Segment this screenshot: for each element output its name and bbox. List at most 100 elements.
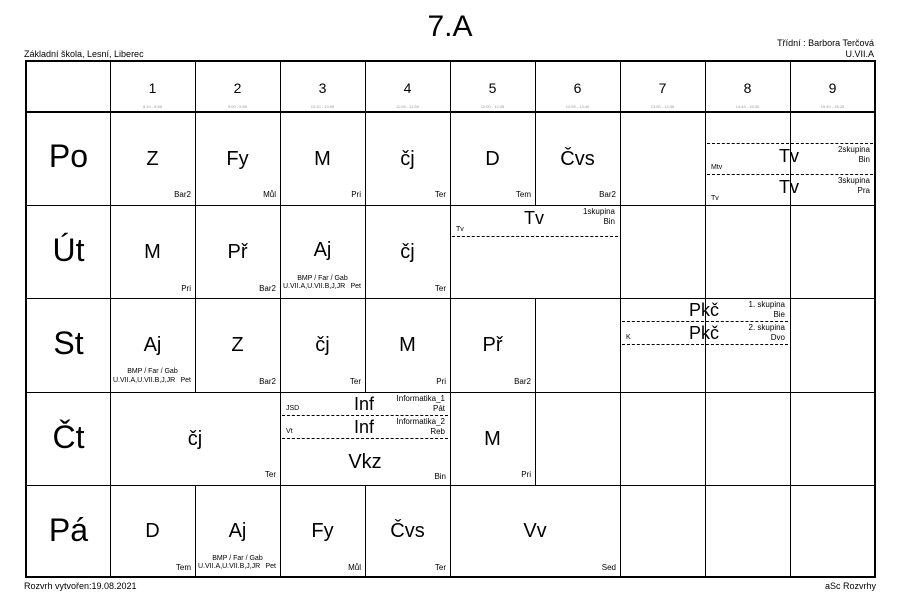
lesson-cell[interactable]: Fy Můl: [195, 112, 280, 205]
lesson-room: Bar2: [174, 190, 191, 199]
period-time: 14:45 - 15:30: [735, 104, 760, 109]
period-number: 7: [658, 80, 667, 96]
grid-line: [365, 62, 366, 112]
grid-line: [365, 298, 366, 392]
lesson-cell[interactable]: Aj BMP / Far / Gab U.VII.A,U.VII.B,J,JR …: [195, 485, 280, 577]
lesson-subject: čj: [400, 148, 415, 170]
grid-line: [450, 485, 451, 577]
lesson-groups: BMP / Far / Gab: [212, 555, 263, 562]
lesson-room: Ter: [434, 284, 446, 293]
grid-line: [450, 298, 451, 392]
lesson-cell[interactable]: D Tem: [110, 485, 195, 577]
grid-line: [280, 62, 281, 112]
grid-line: [365, 485, 366, 577]
lesson-cell[interactable]: Fy Můl: [280, 485, 365, 577]
lesson-cell[interactable]: Z Bar2: [110, 112, 195, 205]
grid-line: [280, 298, 281, 392]
day-label-po: Po: [48, 138, 89, 174]
lesson-room: Bar2: [259, 377, 276, 386]
lesson-subject: čj: [400, 241, 415, 263]
lesson-cell[interactable]: Př Bar2: [195, 205, 280, 298]
lesson-class: Mtv: [711, 164, 723, 171]
lesson-room: Bar2: [259, 284, 276, 293]
lesson-room: Tem: [175, 563, 191, 572]
grid-line: [280, 205, 281, 298]
day-label-ct: Čt: [52, 419, 85, 455]
lesson-classes: U.VII.A,U.VII.B,J,JR: [198, 563, 261, 570]
lesson-subject: Čvs: [560, 148, 595, 170]
grid-line: [620, 62, 621, 577]
page-title: 7.A: [427, 10, 473, 43]
lesson-class: Tv: [711, 195, 719, 202]
lesson-classes: U.VII.A,U.VII.B,J,JR: [113, 377, 176, 384]
lesson-room: Pri: [351, 190, 361, 199]
lesson-cell[interactable]: Vkz Bin: [280, 439, 450, 485]
grid-line: [195, 485, 196, 577]
lesson-cell[interactable]: čj Ter: [280, 298, 365, 392]
lesson-room: Ter: [264, 470, 276, 479]
grid-line: [280, 485, 281, 577]
lesson-cell[interactable]: M Pri: [365, 298, 450, 392]
grid-line: [535, 392, 536, 485]
period-time: 9:00 - 9:55: [227, 104, 248, 109]
lesson-room: Pri: [521, 470, 531, 479]
lesson-cell[interactable]: čj Ter: [365, 112, 450, 205]
group-divider: [707, 143, 873, 144]
lesson-cell[interactable]: Vv Sed: [450, 485, 620, 577]
lesson-room: Pet: [350, 283, 361, 290]
lesson-groups: BMP / Far / Gab: [127, 368, 178, 375]
grid-line: [365, 112, 366, 205]
lesson-room: Pet: [180, 377, 191, 384]
lesson-subject: M: [314, 148, 331, 170]
lesson-subject: Fy: [226, 148, 249, 170]
lesson-cell[interactable]: čj Ter: [110, 392, 280, 485]
lesson-cell[interactable]: Aj BMP / Far / Gab U.VII.A,U.VII.B,J,JR …: [280, 205, 365, 298]
day-label-pa: Pá: [48, 512, 89, 548]
grid-line: [535, 62, 536, 112]
lesson-cell[interactable]: M Pri: [450, 392, 535, 485]
lesson-room: Sed: [601, 563, 616, 572]
lesson-subject: M: [144, 241, 161, 263]
grid-line: [280, 392, 281, 485]
grid-line: [450, 205, 451, 298]
lesson-classes: U.VII.A,U.VII.B,J,JR: [283, 283, 346, 290]
lesson-room: Ter: [434, 190, 446, 199]
school-name: Základní škola, Lesní, Liberec: [24, 49, 144, 59]
lesson-subject: Z: [146, 148, 159, 170]
lesson-subject: Tv: [779, 146, 799, 166]
lesson-cell[interactable]: Čvs Ter: [365, 485, 450, 577]
lesson-subject: Pkč: [689, 323, 720, 343]
lesson-cell[interactable]: D Tem: [450, 112, 535, 205]
grid-line: [450, 392, 451, 485]
lesson-cell[interactable]: Z Bar2: [195, 298, 280, 392]
lesson-cell[interactable]: M Pri: [280, 112, 365, 205]
lesson-room: Můl: [348, 563, 361, 572]
lesson-cell[interactable]: M Pri: [110, 205, 195, 298]
lesson-subject: Aj: [228, 520, 247, 542]
lesson-cell[interactable]: Aj BMP / Far / Gab U.VII.A,U.VII.B,J,JR …: [110, 298, 195, 392]
grid-line: [195, 112, 196, 205]
lesson-cell[interactable]: Př Bar2: [450, 298, 535, 392]
lesson-subject: Tv: [779, 177, 799, 197]
lesson-cell[interactable]: Čvs Bar2: [535, 112, 620, 205]
lesson-cell[interactable]: čj Ter: [365, 205, 450, 298]
lesson-subject: Čvs: [390, 520, 425, 542]
lesson-class: K: [626, 334, 631, 341]
period-number: 4: [403, 80, 412, 96]
lesson-room: Ter: [349, 377, 361, 386]
lesson-class: Tv: [456, 226, 464, 233]
lesson-room: Ter: [434, 563, 446, 572]
grid-line: [790, 62, 791, 577]
period-number: 9: [828, 80, 837, 96]
